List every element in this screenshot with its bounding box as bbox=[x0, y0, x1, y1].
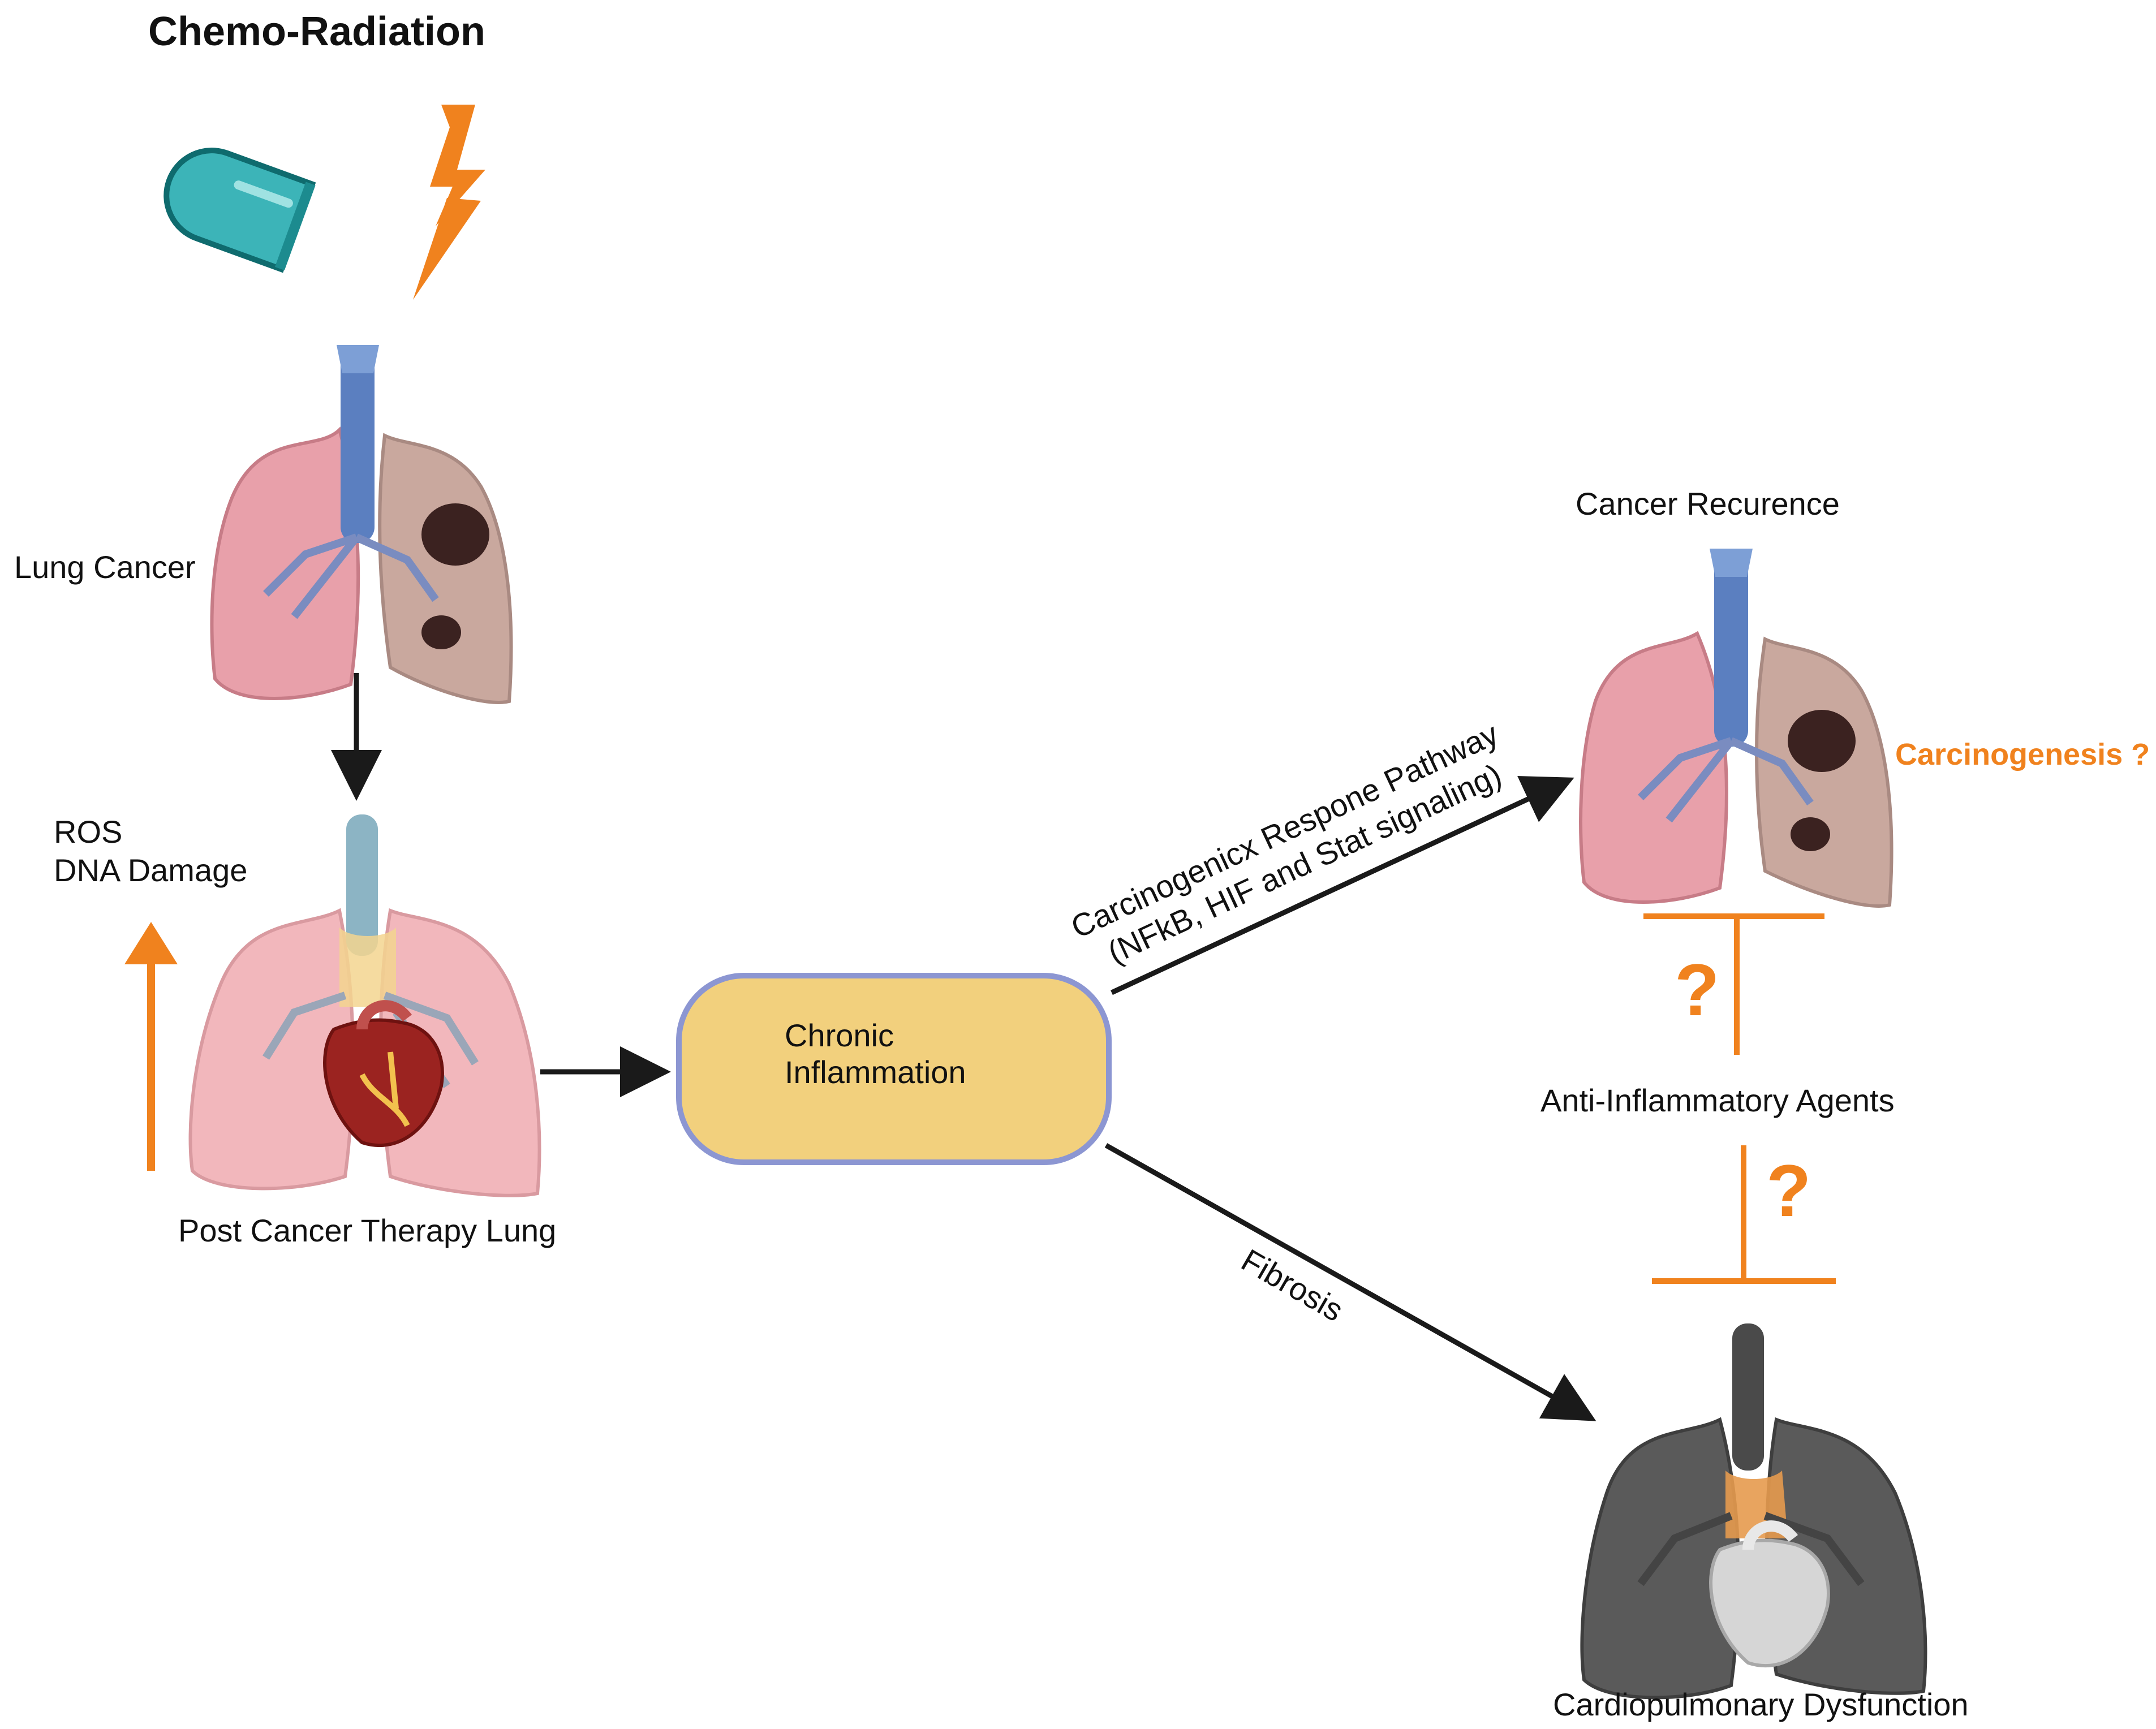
lung-cancer-label: Lung Cancer bbox=[14, 549, 196, 585]
arrow-to-cardiopulmonary bbox=[1104, 1143, 1596, 1421]
question-mark-upper: ? bbox=[1675, 948, 1719, 1031]
diagram-title: Chemo-Radiation bbox=[148, 9, 485, 54]
inhibition-bar-recurrence bbox=[1643, 913, 1824, 1055]
cardiopulmonary-label: Cardiopulmonary Dysfunction bbox=[1553, 1687, 1969, 1722]
inhibition-bar-cardiopulmonary bbox=[1652, 1145, 1836, 1284]
chronic-label-line2: Inflammation bbox=[785, 1054, 966, 1090]
recurrence-lung-icon bbox=[1579, 549, 1894, 908]
chronic-label-line1: Chronic bbox=[785, 1017, 894, 1053]
cancer-recurrence-label: Cancer Recurence bbox=[1576, 486, 1840, 521]
post-therapy-label: Post Cancer Therapy Lung bbox=[178, 1213, 556, 1248]
anti-inflammatory-label: Anti-Inflammatory Agents bbox=[1540, 1083, 1895, 1118]
increase-arrow bbox=[124, 922, 178, 1171]
lung-heart-icon bbox=[188, 814, 541, 1197]
capsule-icon bbox=[163, 148, 316, 273]
fibrosis-label: Fibrosis bbox=[1236, 1242, 1349, 1329]
chronic-inflammation-box: Chronic Inflammation bbox=[676, 973, 1112, 1165]
arrow-to-recurrence bbox=[1111, 775, 1574, 995]
pathway-label-line2: (NFkB, HIF and Stat signaling) bbox=[1102, 757, 1507, 971]
carcinogenesis-label: Carcinogenesis ? bbox=[1895, 738, 2150, 771]
lightning-icon bbox=[413, 105, 485, 300]
dna-damage-label: DNA Damage bbox=[54, 852, 247, 888]
lung-heart-gray-icon bbox=[1580, 1323, 1927, 1700]
question-mark-lower: ? bbox=[1766, 1149, 1811, 1232]
ros-label: ROS bbox=[54, 814, 122, 850]
lung-cancer-icon bbox=[210, 345, 513, 704]
